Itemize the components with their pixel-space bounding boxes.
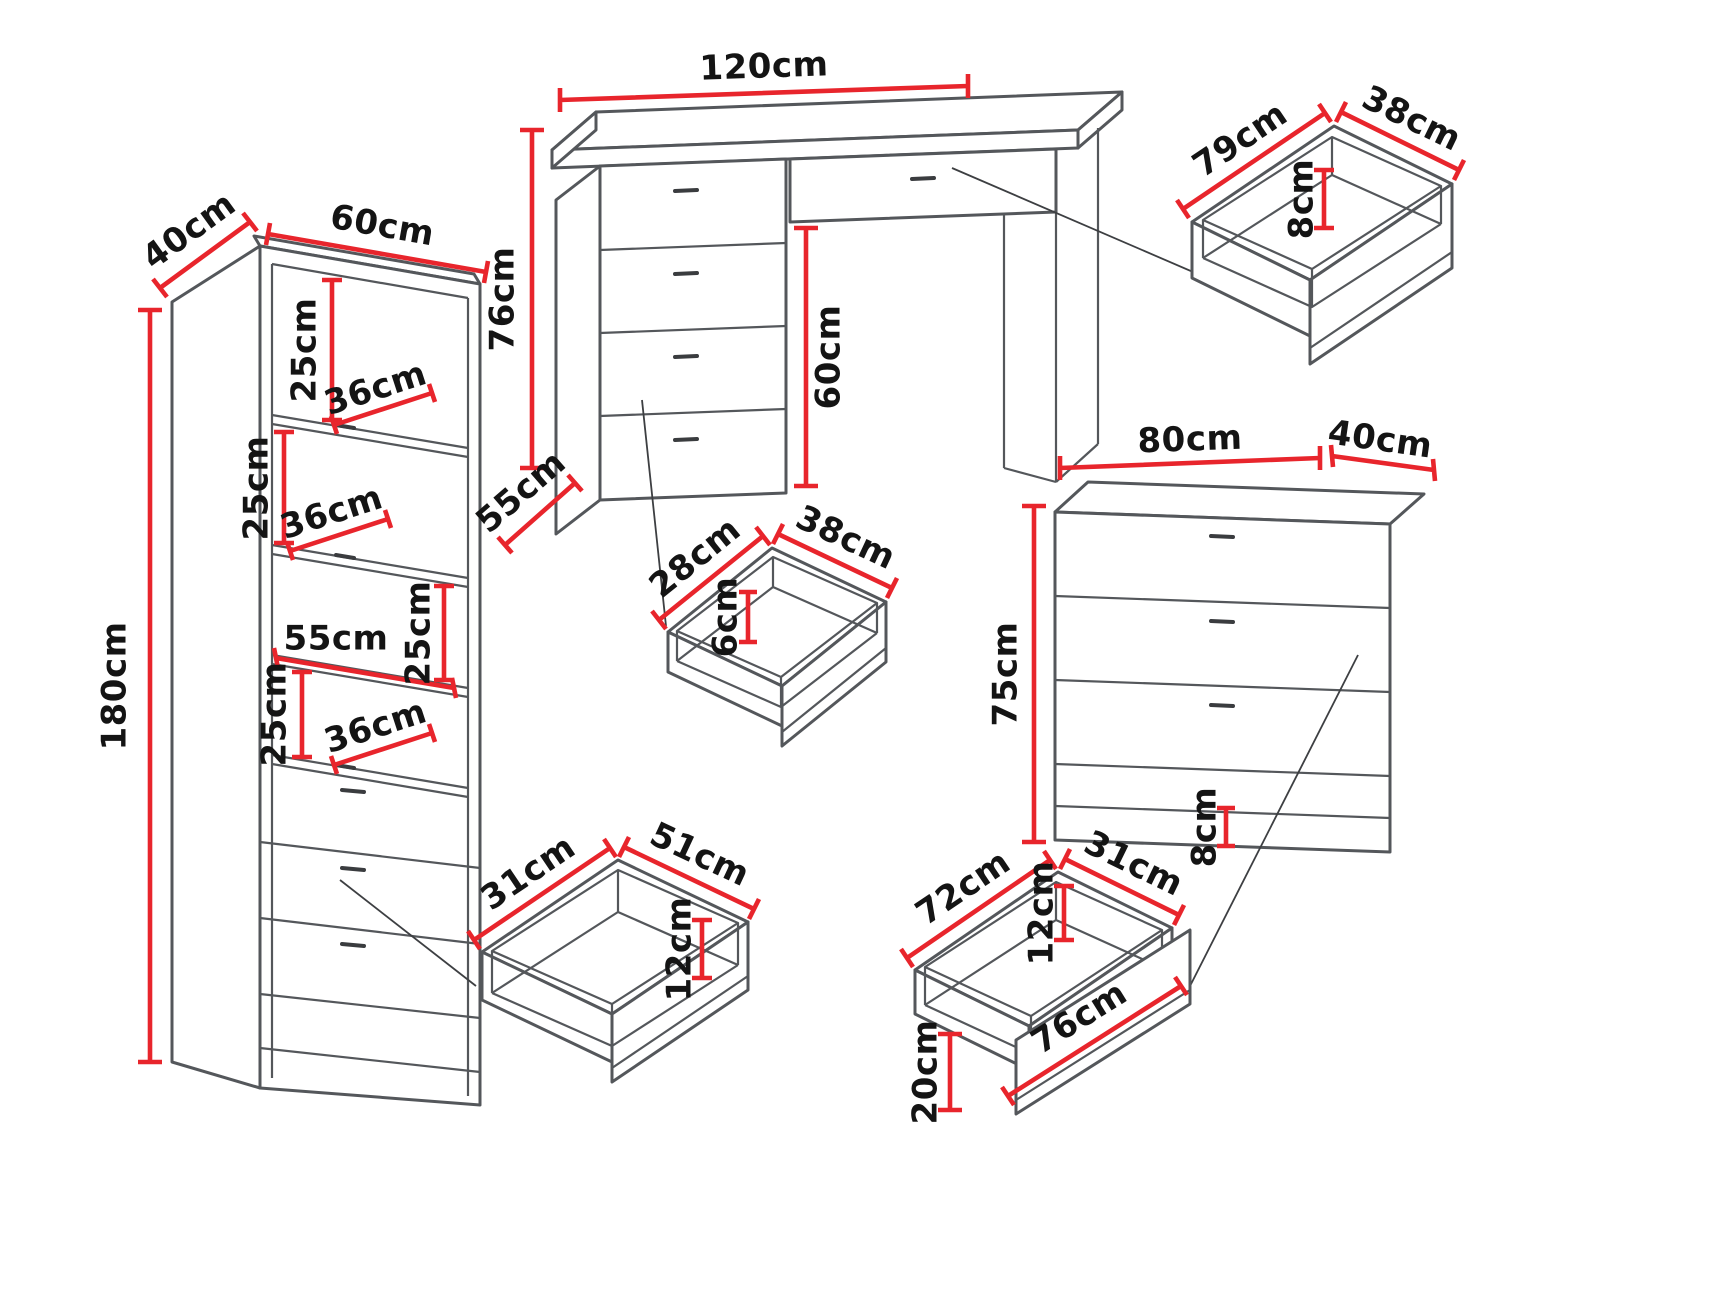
desk-drawer-handles <box>673 176 936 442</box>
leader-wardrobe-to-drawer <box>339 879 477 987</box>
wardrobe-side-panel <box>170 244 262 1090</box>
desk-top-right-band <box>1076 90 1124 150</box>
label-wardrobe-section1: 25cm <box>285 298 325 403</box>
drawer-tr-front-panel <box>1308 182 1454 366</box>
dim-line-wardrobe-section4 <box>292 669 312 760</box>
label-wardrobe-interior-width: 55cm <box>284 619 389 659</box>
dim-line-drawer-bc-height <box>692 917 712 981</box>
label-drawer-bc-height: 12cm <box>660 897 700 1002</box>
dim-line-drawer-br-front-width <box>1000 975 1189 1107</box>
label-wardrobe-section3: 25cm <box>399 581 439 686</box>
dim-line-wardrobe-interior-width <box>271 647 459 699</box>
desk-wide-drawer <box>788 147 1058 224</box>
label-drawer-br-height: 12cm <box>1022 861 1062 966</box>
chest <box>1053 480 1426 854</box>
drawer-bottom-center <box>480 858 750 1084</box>
desk-top-left-band <box>550 110 598 170</box>
drawer-tr-panel-edge <box>1309 251 1453 349</box>
chest-drawer-handles <box>1209 534 1235 708</box>
label-wardrobe-section2: 25cm <box>237 436 277 541</box>
desk-right-panel <box>1002 128 1100 484</box>
leader-pedestal-to-drawer <box>641 399 667 627</box>
dim-line-drawer-br-front-height <box>938 1031 962 1113</box>
dim-line-desk-height <box>520 127 544 471</box>
label-chest-height: 75cm <box>986 622 1026 727</box>
dim-line-drawer-tr-width <box>1333 100 1467 182</box>
leader-chest-to-drawer <box>1187 654 1359 991</box>
label-desk-opening: 60cm <box>809 305 849 410</box>
label-desk-width: 120cm <box>699 44 829 88</box>
label-wardrobe-section4: 25cm <box>255 662 295 767</box>
drawer-bc-panel-edge <box>611 975 749 1069</box>
label-drawer-c-height: 6cm <box>706 577 746 658</box>
dim-line-drawer-bc-width <box>466 837 618 951</box>
dim-line-chest-height <box>1022 503 1046 845</box>
dim-line-wardrobe-width <box>263 222 491 284</box>
dim-line-wardrobe-shelf1 <box>328 383 438 435</box>
label-desk-height: 76cm <box>483 247 523 352</box>
label-chest-plinth: 8cm <box>1185 787 1225 868</box>
dim-line-desk-depth <box>496 473 584 555</box>
dim-line-wardrobe-height <box>138 307 162 1065</box>
dim-line-chest-depth <box>1328 444 1438 482</box>
dim-line-chest-width <box>1057 446 1323 480</box>
dim-line-wardrobe-shelf3 <box>328 723 438 775</box>
dim-line-desk-width <box>557 74 971 112</box>
dim-line-drawer-c-height <box>739 589 757 645</box>
dim-line-drawer-c-length <box>650 525 772 631</box>
dimension-lines <box>138 74 1467 1113</box>
drawer-br-panel-edge <box>1015 989 1191 1101</box>
dim-line-drawer-br-width <box>1057 847 1187 927</box>
dim-line-drawer-bc-length <box>616 835 762 921</box>
dim-line-drawer-tr-length <box>1175 102 1333 220</box>
drawer-c-panel-edge <box>781 647 887 733</box>
label-wardrobe-height: 180cm <box>95 621 135 750</box>
label-drawer-br-front-height: 20cm <box>906 1020 946 1125</box>
chest-drawer-lines <box>1054 594 1391 820</box>
dim-line-drawer-c-width <box>770 522 900 600</box>
drawer-bc-interior <box>490 870 740 1048</box>
dim-line-wardrobe-shelf2 <box>284 509 394 561</box>
dim-line-desk-opening <box>794 225 818 489</box>
wardrobe-drawer-lines <box>259 840 481 1074</box>
dim-line-wardrobe-section2 <box>274 429 294 546</box>
drawer-c-interior <box>675 557 879 709</box>
desk-pedestal-drawer-lines <box>599 241 787 418</box>
dim-line-wardrobe-depth <box>151 211 259 299</box>
dim-line-drawer-br-length <box>899 849 1058 969</box>
label-drawer-tr-height: 8cm <box>1282 159 1322 240</box>
wardrobe-shelf-lines <box>271 413 469 799</box>
wardrobe-drawer-handles <box>340 788 366 948</box>
dim-line-drawer-tr-height <box>1314 167 1334 231</box>
dim-line-chest-plinth <box>1217 805 1235 849</box>
drawer-bottom-right <box>913 870 1192 1116</box>
drawer-tr-interior <box>1201 137 1443 309</box>
drawer-center <box>666 546 888 748</box>
label-chest-width: 80cm <box>1137 418 1243 462</box>
label-wardrobe-depth: 40cm <box>135 184 243 278</box>
dim-line-drawer-br-height <box>1054 883 1074 943</box>
